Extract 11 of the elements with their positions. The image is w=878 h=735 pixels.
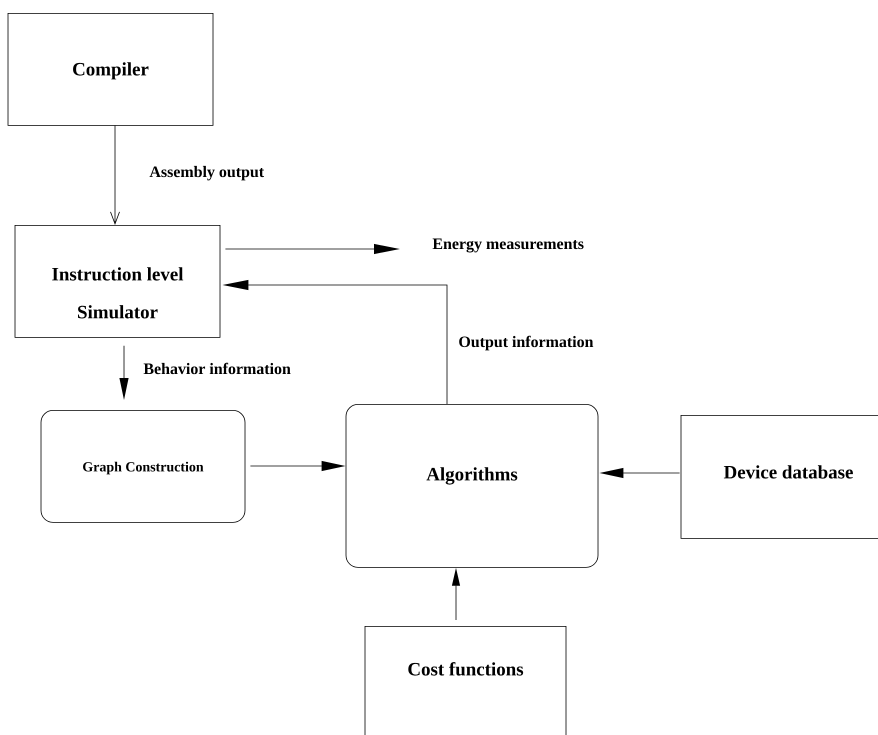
output-text: Energy measurements (432, 238, 584, 252)
edge-label: Output information (457, 334, 594, 352)
process-box: Graph Construction (40, 410, 246, 523)
data-box: Device database (680, 415, 878, 539)
process-box: Algorithms (346, 404, 598, 568)
input-box: Cost functions (364, 626, 566, 735)
process-box: Instruction level Simulator (14, 225, 220, 338)
arrow (110, 125, 120, 225)
process-box: Compiler (8, 13, 214, 126)
edge-label: Behavior information (142, 362, 292, 376)
edge-label: Assembly output (148, 164, 266, 182)
